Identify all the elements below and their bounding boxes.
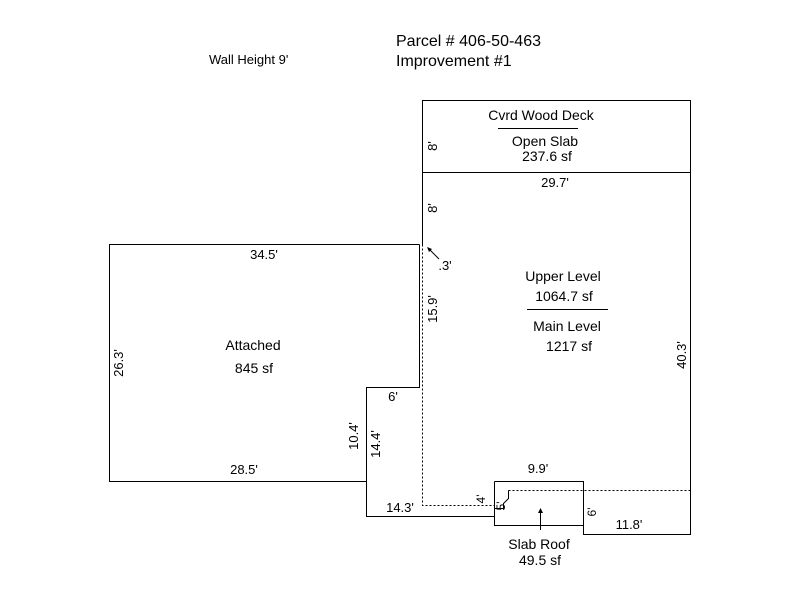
dim-attached-top: 34.5' <box>250 247 278 262</box>
deck-area-label: 237.6 sf <box>522 148 572 164</box>
dim-jog: .3' <box>438 258 451 273</box>
dim-main-bottom-right: 11.8' <box>616 517 643 532</box>
dim-deck-height: 8' <box>425 141 440 151</box>
deck-outline <box>422 100 691 173</box>
parcel-number-label: Parcel # 406-50-463 <box>396 33 541 50</box>
upper-level-west-dotted <box>422 244 495 506</box>
dim-main-left-mid: 15.9' <box>425 295 440 323</box>
dim-attached-notch-side: 10.4' <box>346 422 361 450</box>
upper-level-area-label: 1064.7 sf <box>535 288 593 304</box>
main-west-wall <box>366 244 495 517</box>
dim-slab-right: 6' <box>585 508 599 517</box>
dim-slab-top: 9.9' <box>528 461 549 476</box>
dim-attached-left: 26.3' <box>111 349 126 377</box>
dim-main-top: 29.7' <box>541 175 569 190</box>
slab-roof-name-label: Slab Roof <box>508 536 570 552</box>
dim-main-left-lower: 14.4' <box>368 430 383 458</box>
dim-main-right: 40.3' <box>674 341 689 369</box>
dim-slab-left-lower: 5' <box>494 502 508 511</box>
deck-sub-label: Open Slab <box>512 133 578 149</box>
dim-attached-bottom: 28.5' <box>230 462 258 477</box>
deck-name-label: Cvrd Wood Deck <box>488 107 595 123</box>
main-level-name-label: Main Level <box>533 318 601 334</box>
improvement-label: Improvement #1 <box>396 53 512 70</box>
wall-height-label: Wall Height 9' <box>209 52 288 67</box>
slab-roof-outline <box>494 481 584 526</box>
attached-outline <box>109 244 420 482</box>
attached-area-label: 845 sf <box>235 360 273 376</box>
slab-roof-inner-jog <box>494 490 509 509</box>
dim-attached-notch-top: 6' <box>388 389 398 404</box>
attached-name-label: Attached <box>225 337 280 353</box>
slab-roof-arrow-head <box>538 508 543 513</box>
upper-level-name-label: Upper Level <box>525 268 601 284</box>
main-level-area-label: 1217 sf <box>546 338 592 354</box>
jog-arrow-head <box>427 247 432 252</box>
slab-roof-area-label: 49.5 sf <box>519 552 561 568</box>
dim-main-upper-step: 8' <box>425 203 440 213</box>
dim-main-bottom-left: 14.3' <box>386 500 414 515</box>
dim-slab-left-upper: 4' <box>474 495 488 504</box>
